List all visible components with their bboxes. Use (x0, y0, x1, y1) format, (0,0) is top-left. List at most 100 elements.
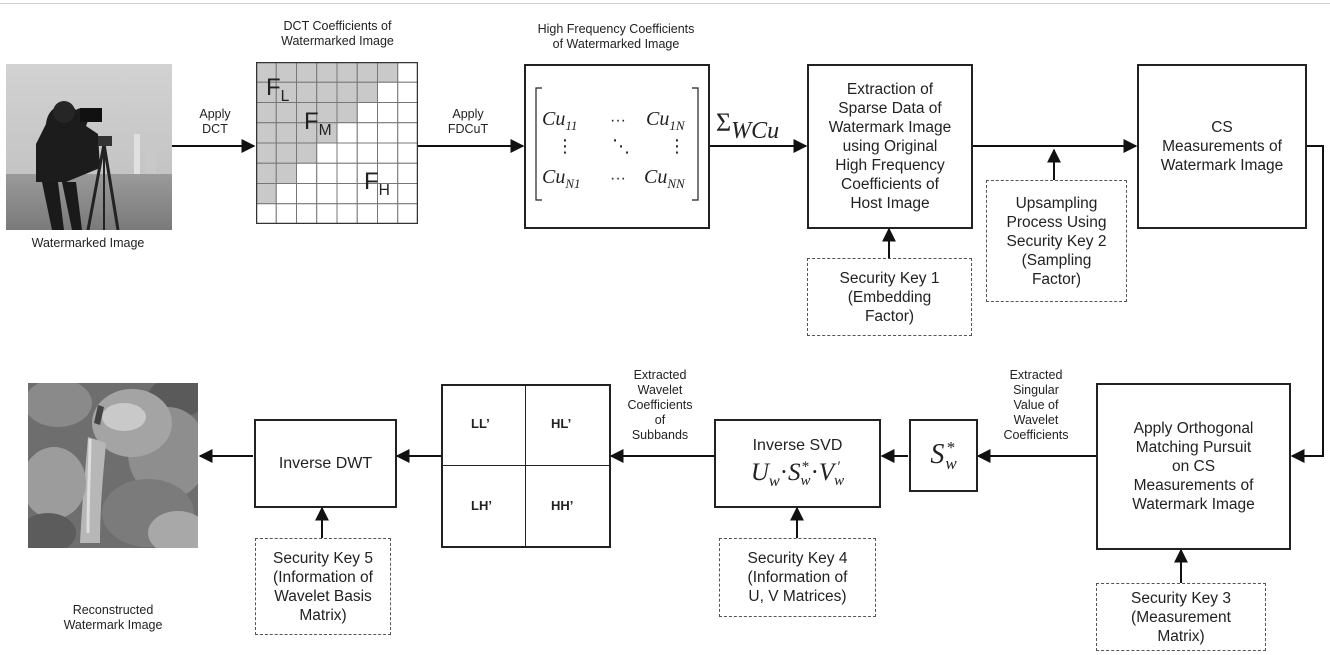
extraction-block: Extraction of Sparse Data of Watermark I… (807, 64, 973, 229)
security-key-4: Security Key 4 (Information of U, V Matr… (719, 538, 876, 617)
dct-cell (377, 102, 399, 124)
security-key-3: Security Key 3 (Measurement Matrix) (1096, 583, 1266, 651)
dct-cell (316, 183, 338, 205)
subband-ll: LL’ (471, 416, 490, 431)
dct-cell (255, 203, 277, 225)
hf-matrix-title: High Frequency Coefficients of Watermark… (537, 22, 695, 51)
security-key-5: Security Key 5 (Information of Wavelet B… (255, 538, 391, 635)
dct-cell (397, 61, 419, 83)
dct-fm-label: FM (304, 108, 332, 139)
subband-divider-h (443, 465, 609, 466)
matrix-dots-d: ⋱ (612, 136, 630, 156)
dct-cell (316, 162, 338, 184)
dct-cell (296, 203, 318, 225)
dct-cell (356, 102, 378, 124)
dct-cell (377, 203, 399, 225)
dct-cell (356, 81, 378, 103)
inverse-svd-block: Inverse SVD Uw·S*w·V′w (714, 419, 881, 508)
apply-fdcut-label: Apply FDCuT (447, 107, 489, 136)
dct-cell (336, 162, 358, 184)
reconstructed-image-caption: Reconstructed Watermark Image (63, 603, 163, 632)
hf-matrix-brackets (535, 87, 699, 201)
security-key-2: Upsampling Process Using Security Key 2 … (986, 180, 1127, 302)
dct-cell (255, 162, 277, 184)
matrix-entry-nn: CuNN (644, 166, 685, 191)
matrix-entry-n1: CuN1 (542, 166, 581, 191)
dct-cell (336, 102, 358, 124)
top-divider (0, 3, 1330, 4)
matrix-dots-h1: ··· (610, 112, 626, 129)
dct-cell (336, 142, 358, 164)
dct-cell (377, 122, 399, 144)
arrow-cs-to-omp (1290, 145, 1324, 463)
extracted-wavelet-label: Extracted Wavelet Coefficients of Subban… (627, 368, 693, 442)
inverse-svd-formula: Uw·S*w·V′w (750, 459, 845, 490)
dct-cell (316, 61, 338, 83)
dct-cell (356, 142, 378, 164)
dct-cell (275, 183, 297, 205)
apply-dct-label: Apply DCT (199, 107, 231, 136)
subband-hh: HH’ (551, 498, 574, 513)
inverse-svd-title: Inverse SVD (752, 437, 843, 454)
matrix-dots-h2: ··· (610, 170, 626, 187)
dct-cell (397, 142, 419, 164)
dct-cell (296, 183, 318, 205)
dct-cell (296, 81, 318, 103)
sw-block: S*w (909, 419, 978, 492)
dct-cell (275, 142, 297, 164)
dct-cell (296, 61, 318, 83)
dct-cell (275, 162, 297, 184)
dct-cell (377, 142, 399, 164)
matrix-entry-11: Cu11 (542, 108, 578, 133)
dct-cell (255, 183, 277, 205)
cs-measurements-block: CS Measurements of Watermark Image (1137, 64, 1307, 229)
dct-cell (296, 142, 318, 164)
dct-cell (316, 81, 338, 103)
dct-cell (397, 203, 419, 225)
dct-cell (255, 122, 277, 144)
extracted-singular-label: Extracted Singular Value of Wavelet Coef… (1003, 368, 1069, 442)
watermarked-image (6, 64, 172, 230)
sigma-wcu-label: ΣWCu (716, 108, 780, 144)
watermarked-image-caption: Watermarked Image (31, 236, 145, 250)
omp-block: Apply Orthogonal Matching Pursuit on CS … (1096, 383, 1291, 550)
dct-cell (397, 162, 419, 184)
dct-fl-label: FL (266, 74, 290, 105)
dct-grid-title: DCT Coefficients of Watermarked Image (281, 19, 394, 48)
matrix-dots-v2: ⋮ (668, 136, 686, 156)
dct-cell (377, 81, 399, 103)
dct-cell (356, 61, 378, 83)
dct-cell (316, 203, 338, 225)
hf-matrix-block: Cu11 ··· Cu1N ⋮ ⋱ ⋮ CuN1 ··· CuNN (524, 64, 710, 229)
dct-cell (336, 203, 358, 225)
dct-cell (377, 61, 399, 83)
dct-grid-border (255, 61, 419, 225)
dct-coefficient-grid (255, 61, 419, 225)
dct-cell (296, 162, 318, 184)
dct-cell (397, 81, 419, 103)
matrix-dots-v1: ⋮ (556, 136, 574, 156)
dct-cell (275, 203, 297, 225)
reconstructed-image (28, 383, 198, 548)
dct-cell (336, 61, 358, 83)
dct-cell (316, 142, 338, 164)
subband-hl: HL’ (551, 416, 572, 431)
dct-cell (336, 183, 358, 205)
subband-divider-v (525, 386, 526, 546)
dct-cell (255, 142, 277, 164)
matrix-entry-1n: Cu1N (646, 108, 685, 133)
dct-fh-label: FH (364, 168, 390, 199)
dct-cell (397, 102, 419, 124)
dct-cell (356, 203, 378, 225)
security-key-1: Security Key 1 (Embedding Factor) (807, 258, 972, 336)
dct-cell (275, 122, 297, 144)
subband-block: LL’ HL’ LH’ HH’ (441, 384, 611, 548)
subband-lh: LH’ (471, 498, 492, 513)
dct-cell (336, 81, 358, 103)
inverse-dwt-block: Inverse DWT (254, 419, 397, 508)
dct-cell (356, 122, 378, 144)
dct-cell (336, 122, 358, 144)
dct-cell (397, 122, 419, 144)
dct-cell (397, 183, 419, 205)
